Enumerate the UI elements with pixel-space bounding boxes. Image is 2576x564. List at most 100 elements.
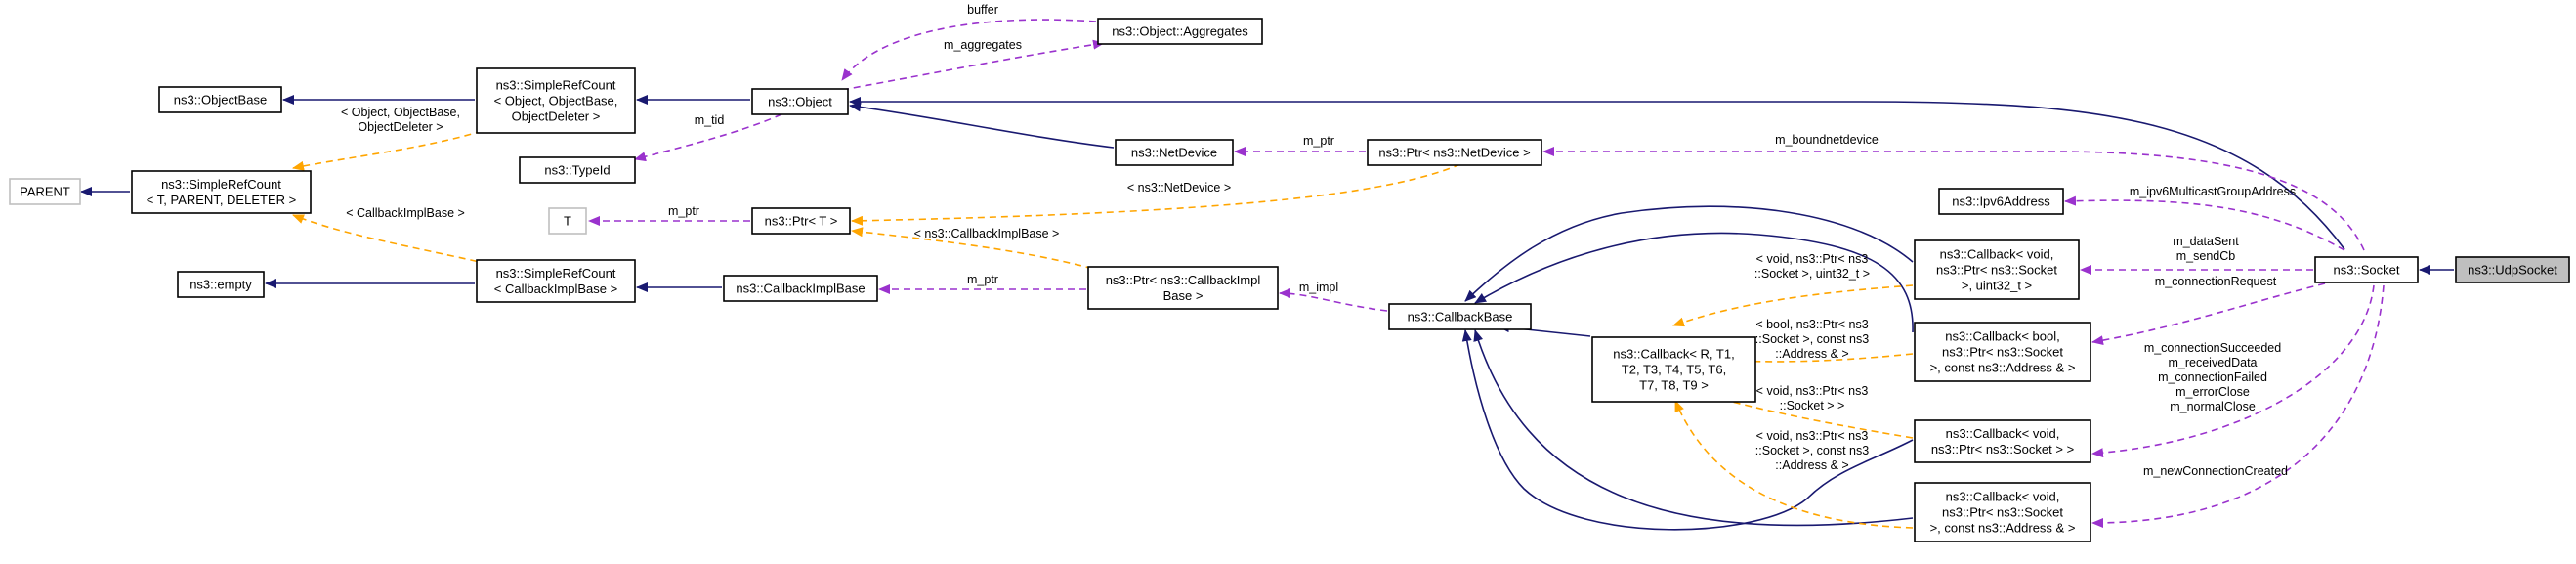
edge-inherit-cb2-callbackbase: [1474, 232, 1914, 333]
node-t[interactable]: T: [548, 207, 587, 235]
node-label: >, const ns3::Address & >: [1930, 361, 2076, 375]
edge-label-text: < void, ns3::Ptr< ns3: [1756, 252, 1869, 266]
edge-tpl-cb-void-addr: [1674, 400, 1914, 529]
node-simplerefcount-cb[interactable]: ns3::SimpleRefCount< CallbackImplBase >: [476, 259, 636, 303]
node-label: ns3::CallbackImplBase: [736, 282, 865, 296]
node-ptr-netdevice[interactable]: ns3::Ptr< ns3::NetDevice >: [1367, 139, 1542, 166]
node-callback-generic[interactable]: ns3::Callback< R, T1,T2, T3, T4, T5, T6,…: [1591, 336, 1756, 403]
node-callbackimplbase[interactable]: ns3::CallbackImplBase: [723, 275, 878, 302]
edge-label-text: m_ptr: [967, 273, 998, 286]
node-box[interactable]: [751, 207, 851, 235]
edge-label-text: m_ptr: [1303, 134, 1334, 148]
node-label: ns3::SimpleRefCount: [496, 266, 616, 281]
node-box[interactable]: [1914, 322, 2091, 382]
node-ipv6address[interactable]: ns3::Ipv6Address: [1938, 188, 2064, 215]
node-box[interactable]: [1914, 482, 2091, 542]
node-ptr-callbackimplbase[interactable]: ns3::Ptr< ns3::CallbackImplBase >: [1087, 266, 1279, 310]
edge-use-aggregates: [841, 39, 1105, 91]
node-callbackbase[interactable]: ns3::CallbackBase: [1388, 303, 1532, 330]
node-label: ns3::Callback< void,: [1940, 247, 2054, 262]
edge-label-text: m_ptr: [668, 204, 699, 218]
edge-label-text: < CallbackImplBase >: [346, 206, 465, 220]
edge-label-text: < bool, ns3::Ptr< ns3: [1755, 318, 1868, 331]
node-label: >, const ns3::Address & >: [1930, 521, 2076, 536]
node-box[interactable]: [723, 275, 878, 302]
edge-label-text: m_impl: [1299, 281, 1338, 294]
node-label: ns3::Ptr< ns3::Socket: [1936, 263, 2057, 278]
node-box[interactable]: [1388, 303, 1532, 330]
node-label: ns3::Ptr< ns3::CallbackImpl: [1106, 273, 1261, 287]
edge-use-conn-multi: [2091, 284, 2375, 458]
node-objectbase[interactable]: ns3::ObjectBase: [158, 86, 282, 113]
node-callback-void-uint[interactable]: ns3::Callback< void,ns3::Ptr< ns3::Socke…: [1914, 239, 2080, 300]
edge-inherit-cb3-callbackbase: [1461, 329, 1914, 531]
node-box[interactable]: [1914, 239, 2080, 300]
node-box[interactable]: [476, 259, 636, 303]
node-aggregates[interactable]: ns3::Object::Aggregates: [1097, 18, 1263, 45]
edge-label-aggregates: m_aggregates: [944, 38, 1022, 52]
node-label: ns3::ObjectBase: [174, 93, 267, 108]
node-box[interactable]: [548, 207, 587, 235]
node-parent[interactable]: PARENT: [9, 178, 81, 205]
edge-label-text: m_normalClose: [2170, 400, 2256, 413]
edge-label-text: m_connectionFailed: [2158, 370, 2267, 384]
edge-use-tid: [634, 113, 782, 162]
node-box[interactable]: [1914, 419, 2091, 463]
node-box[interactable]: [177, 271, 265, 298]
edge-label-text: m_tid: [695, 113, 725, 127]
edge-tpl-ptr-callbackimpl: [851, 227, 1105, 273]
node-callback-bool-addr[interactable]: ns3::Callback< bool,ns3::Ptr< ns3::Socke…: [1914, 322, 2091, 382]
edge-label-text: ::Address & >: [1775, 458, 1848, 472]
node-ptr-t[interactable]: ns3::Ptr< T >: [751, 207, 851, 235]
edge-label-text: m_boundnetdevice: [1775, 133, 1879, 147]
edge-tpl-simplerefcount-obj: [292, 126, 494, 171]
node-box[interactable]: [476, 67, 636, 134]
node-simplerefcount-obj[interactable]: ns3::SimpleRefCount< Object, ObjectBase,…: [476, 67, 636, 134]
node-box[interactable]: [158, 86, 282, 113]
edge-label-text: ::Socket > >: [1780, 399, 1845, 412]
node-label: ns3::Callback< void,: [1946, 490, 2060, 504]
node-box[interactable]: [519, 156, 636, 184]
node-simplerefcount-t[interactable]: ns3::SimpleRefCount< T, PARENT, DELETER …: [131, 170, 312, 214]
edge-label-tpl-bool-addr: < bool, ns3::Ptr< ns3::Socket >, const n…: [1755, 318, 1869, 361]
node-box[interactable]: [1097, 18, 1263, 45]
node-label: ns3::UdpSocket: [2468, 263, 2557, 278]
node-label: Base >: [1163, 288, 1204, 303]
node-label: ns3::TypeId: [544, 163, 610, 178]
node-box[interactable]: [2314, 256, 2419, 283]
node-label: ns3::Ptr< T >: [765, 214, 838, 229]
edge-use-boundnetdevice: [1542, 147, 2365, 251]
edge-label-ptr-nd: m_ptr: [1303, 134, 1334, 148]
node-box[interactable]: [1367, 139, 1542, 166]
node-label: ns3::Object: [768, 95, 832, 109]
edge-label-text: m_dataSent: [2173, 235, 2239, 248]
node-box[interactable]: [131, 170, 312, 214]
edge-inherit-netdevice-object: [849, 102, 1115, 149]
edge-label-newconn: m_newConnectionCreated: [2143, 464, 2288, 478]
node-box[interactable]: [751, 88, 849, 115]
node-box[interactable]: [1591, 336, 1756, 403]
node-netdevice[interactable]: ns3::NetDevice: [1115, 139, 1234, 166]
node-typeid[interactable]: ns3::TypeId: [519, 156, 636, 184]
node-callback-void-addr[interactable]: ns3::Callback< void,ns3::Ptr< ns3::Socke…: [1914, 482, 2091, 542]
node-box[interactable]: [2455, 256, 2570, 283]
edge-label-ptr-cb: m_ptr: [967, 273, 998, 286]
edge-tpl-simplerefcount-cb: [292, 214, 489, 265]
edge-label-tpl-nd: < ns3::NetDevice >: [1127, 181, 1231, 195]
node-label: >, uint32_t >: [1962, 279, 2032, 293]
node-box[interactable]: [9, 178, 81, 205]
node-box[interactable]: [1115, 139, 1234, 166]
node-udpsocket[interactable]: ns3::UdpSocket: [2455, 256, 2570, 283]
node-label: T2, T3, T4, T5, T6,: [1622, 363, 1726, 377]
node-socket[interactable]: ns3::Socket: [2314, 256, 2419, 283]
node-label: ns3::Callback< bool,: [1945, 329, 2059, 344]
edge-label-tpl-void-uint: < void, ns3::Ptr< ns3::Socket >, uint32_…: [1754, 252, 1870, 281]
node-label: ns3::Ptr< ns3::Socket: [1942, 505, 2063, 520]
node-box[interactable]: [1087, 266, 1279, 310]
node-label: < T, PARENT, DELETER >: [147, 193, 296, 207]
node-callback-void-sock[interactable]: ns3::Callback< void,ns3::Ptr< ns3::Socke…: [1914, 419, 2091, 463]
node-object[interactable]: ns3::Object: [751, 88, 849, 115]
node-empty[interactable]: ns3::empty: [177, 271, 265, 298]
node-box[interactable]: [1938, 188, 2064, 215]
edge-label-text: < ns3::NetDevice >: [1127, 181, 1231, 195]
